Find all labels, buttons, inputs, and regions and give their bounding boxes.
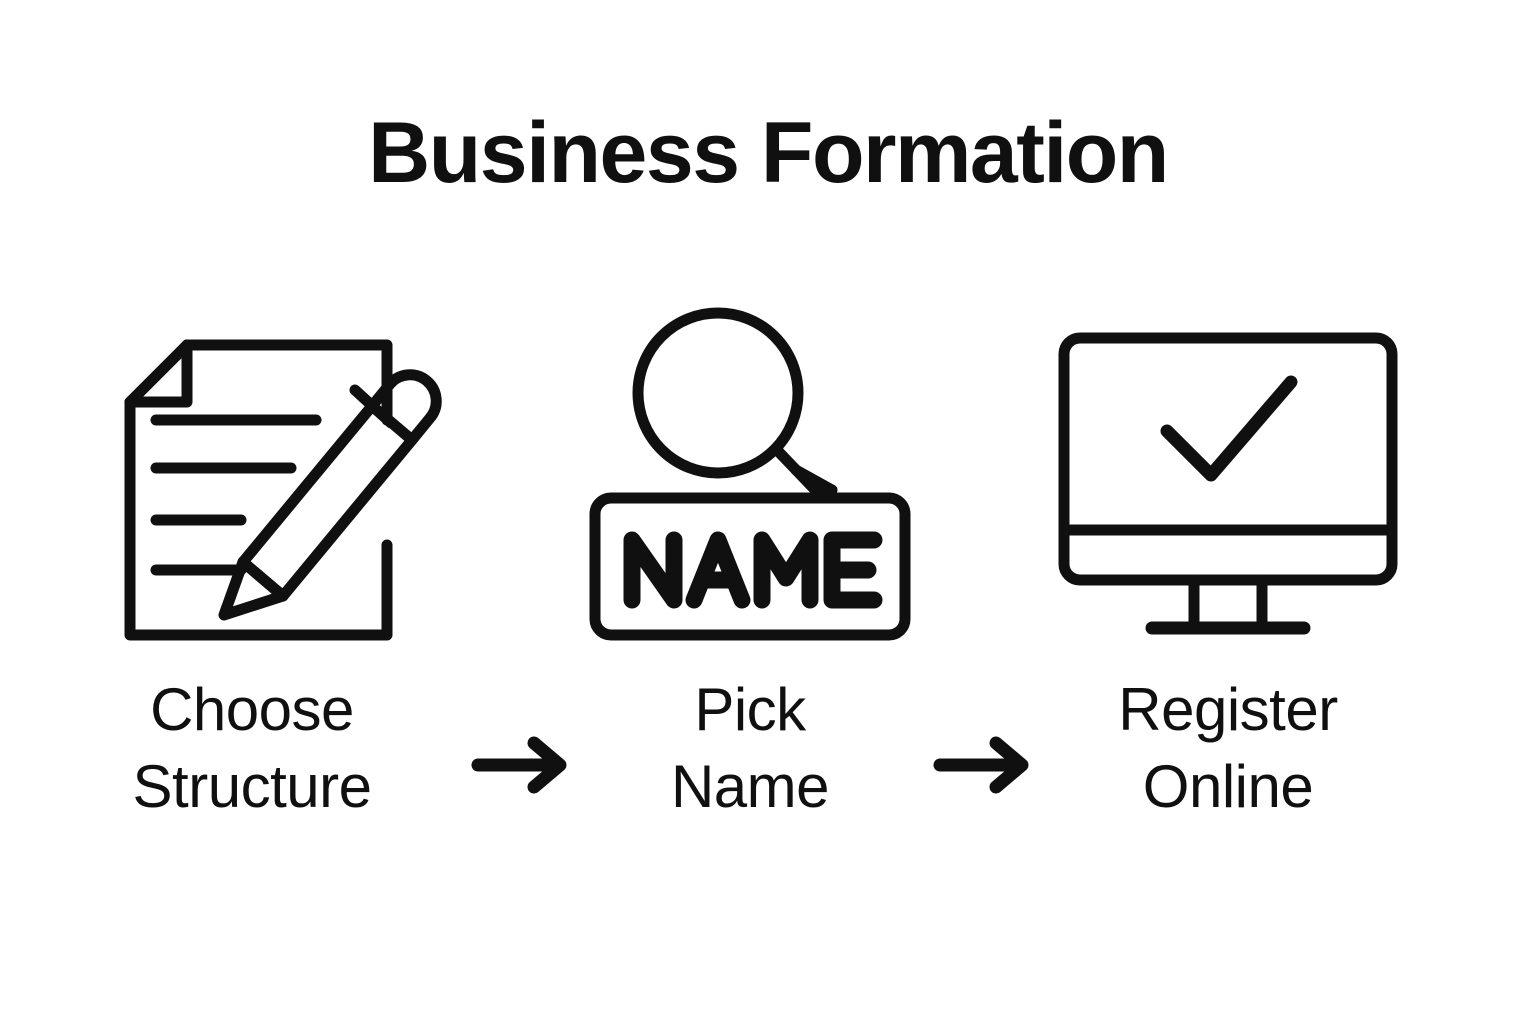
step-label-line2: Online xyxy=(1142,752,1314,820)
step-label-line2: Name xyxy=(670,752,830,820)
step-label-register-online: Register Online xyxy=(1048,672,1408,826)
step-label-line2: Structure xyxy=(132,752,372,820)
page-title: Business Formation xyxy=(368,105,1169,201)
monitor-with-checkmark-icon xyxy=(1048,290,1408,650)
arrow-right-icon xyxy=(930,730,1040,800)
step-pick-name: Pick Name xyxy=(570,290,930,860)
arrow-right-icon xyxy=(468,730,578,800)
magnifier-over-nameplate-icon xyxy=(570,290,930,650)
step-label-pick-name: Pick Name xyxy=(570,672,930,826)
step-label-line1: Pick xyxy=(694,676,806,743)
step-choose-structure: Choose Structure xyxy=(72,290,442,860)
step-label-line1: Register xyxy=(1118,676,1338,743)
step-register-online: Register Online xyxy=(1048,290,1408,860)
document-with-pencil-icon xyxy=(72,290,442,650)
step-label-choose-structure: Choose Structure xyxy=(72,672,432,826)
steps-row: Choose Structure xyxy=(0,290,1536,860)
step-label-line1: Choose xyxy=(150,676,354,743)
